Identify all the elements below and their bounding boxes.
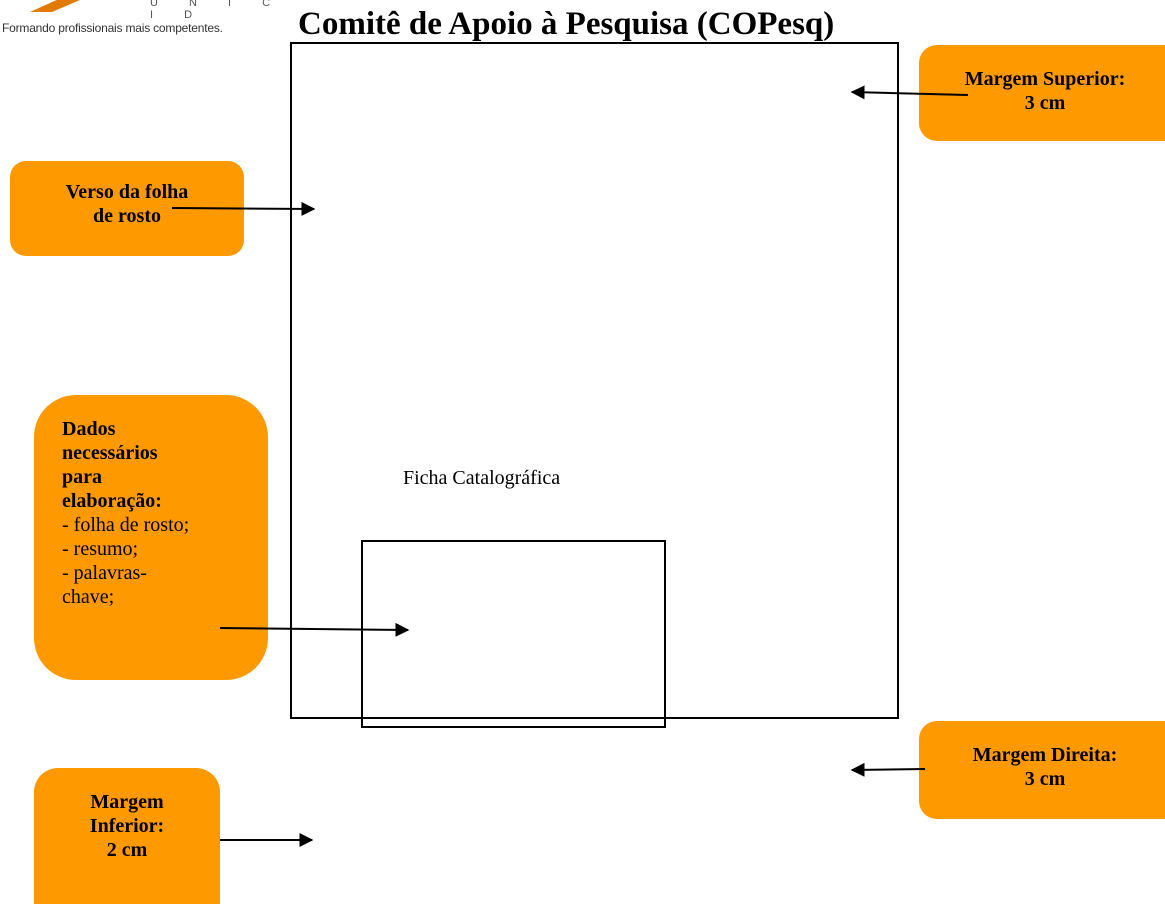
callout-margem-superior-line1: Margem Superior:	[964, 68, 1126, 90]
dados-item: - folha de rosto;	[62, 514, 190, 536]
callout-verso-folha-line1: Verso da folha	[65, 181, 189, 203]
page-title: Comitê de Apoio à Pesquisa (COPesq)	[298, 6, 835, 42]
callout-margem-direita-line1: Margem Direita:	[972, 744, 1118, 766]
callout-margem-superior: Margem Superior: 3 cm	[919, 45, 1165, 141]
callout-verso-folha-line2: de rosto	[93, 205, 161, 227]
callout-margem-direita-line2: 3 cm	[1024, 768, 1066, 790]
logo-letters: U N I C I D	[150, 0, 285, 21]
callout-margem-inferior-line1: Margem	[90, 791, 164, 813]
dados-item: - resumo;	[62, 538, 139, 560]
arrow-margem-direita	[850, 762, 926, 777]
callout-margem-inferior: Margem Inferior: 2 cm	[34, 768, 220, 904]
callout-margem-inferior-line3: 2 cm	[106, 839, 148, 861]
callout-verso-folha: Verso da folha de rosto	[10, 161, 244, 256]
dados-item: - palavras-	[62, 562, 147, 584]
logo-swoosh-icon	[30, 0, 80, 12]
callout-margem-inferior-line2: Inferior:	[89, 815, 165, 837]
dados-title-line: elaboração:	[62, 490, 162, 512]
ficha-label: Ficha Catalográfica	[403, 467, 561, 489]
dados-item: chave;	[62, 586, 115, 608]
dados-title-line: Dados	[62, 418, 116, 440]
page-frame	[290, 42, 899, 719]
ficha-box	[361, 540, 666, 728]
callout-margem-direita: Margem Direita: 3 cm	[919, 721, 1165, 819]
callout-margem-superior-line2: 3 cm	[1024, 92, 1066, 114]
tagline: Formando profissionais mais competentes.	[2, 21, 223, 35]
logo: U N I C I D Formando profissionais mais …	[0, 0, 292, 44]
dados-title-line: para	[62, 466, 102, 488]
callout-dados-necessarios: Dados necessários para elaboração: - fol…	[34, 395, 268, 680]
dados-title-line: necessários	[62, 442, 158, 464]
